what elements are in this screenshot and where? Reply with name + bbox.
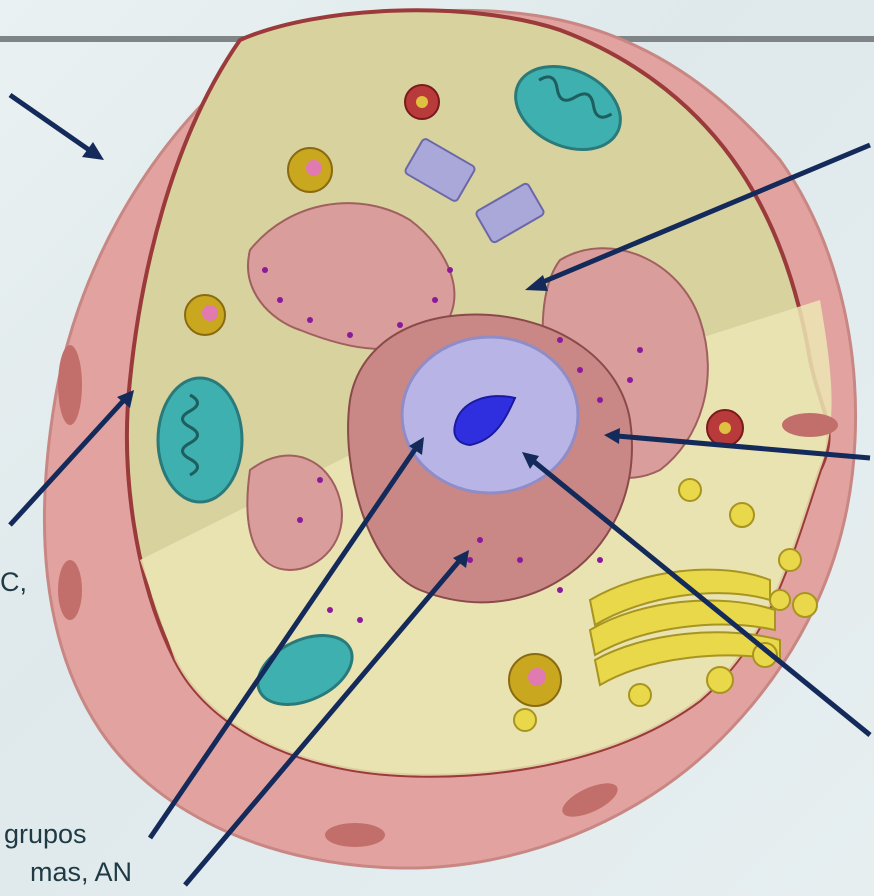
mitochondrion [158,378,242,502]
bottom-label-line-1: grupos [4,818,87,850]
left-label-fragment: C, [0,566,27,598]
arrow-icon [10,95,104,160]
bottom-label-line-2: mas, AN [30,856,132,888]
